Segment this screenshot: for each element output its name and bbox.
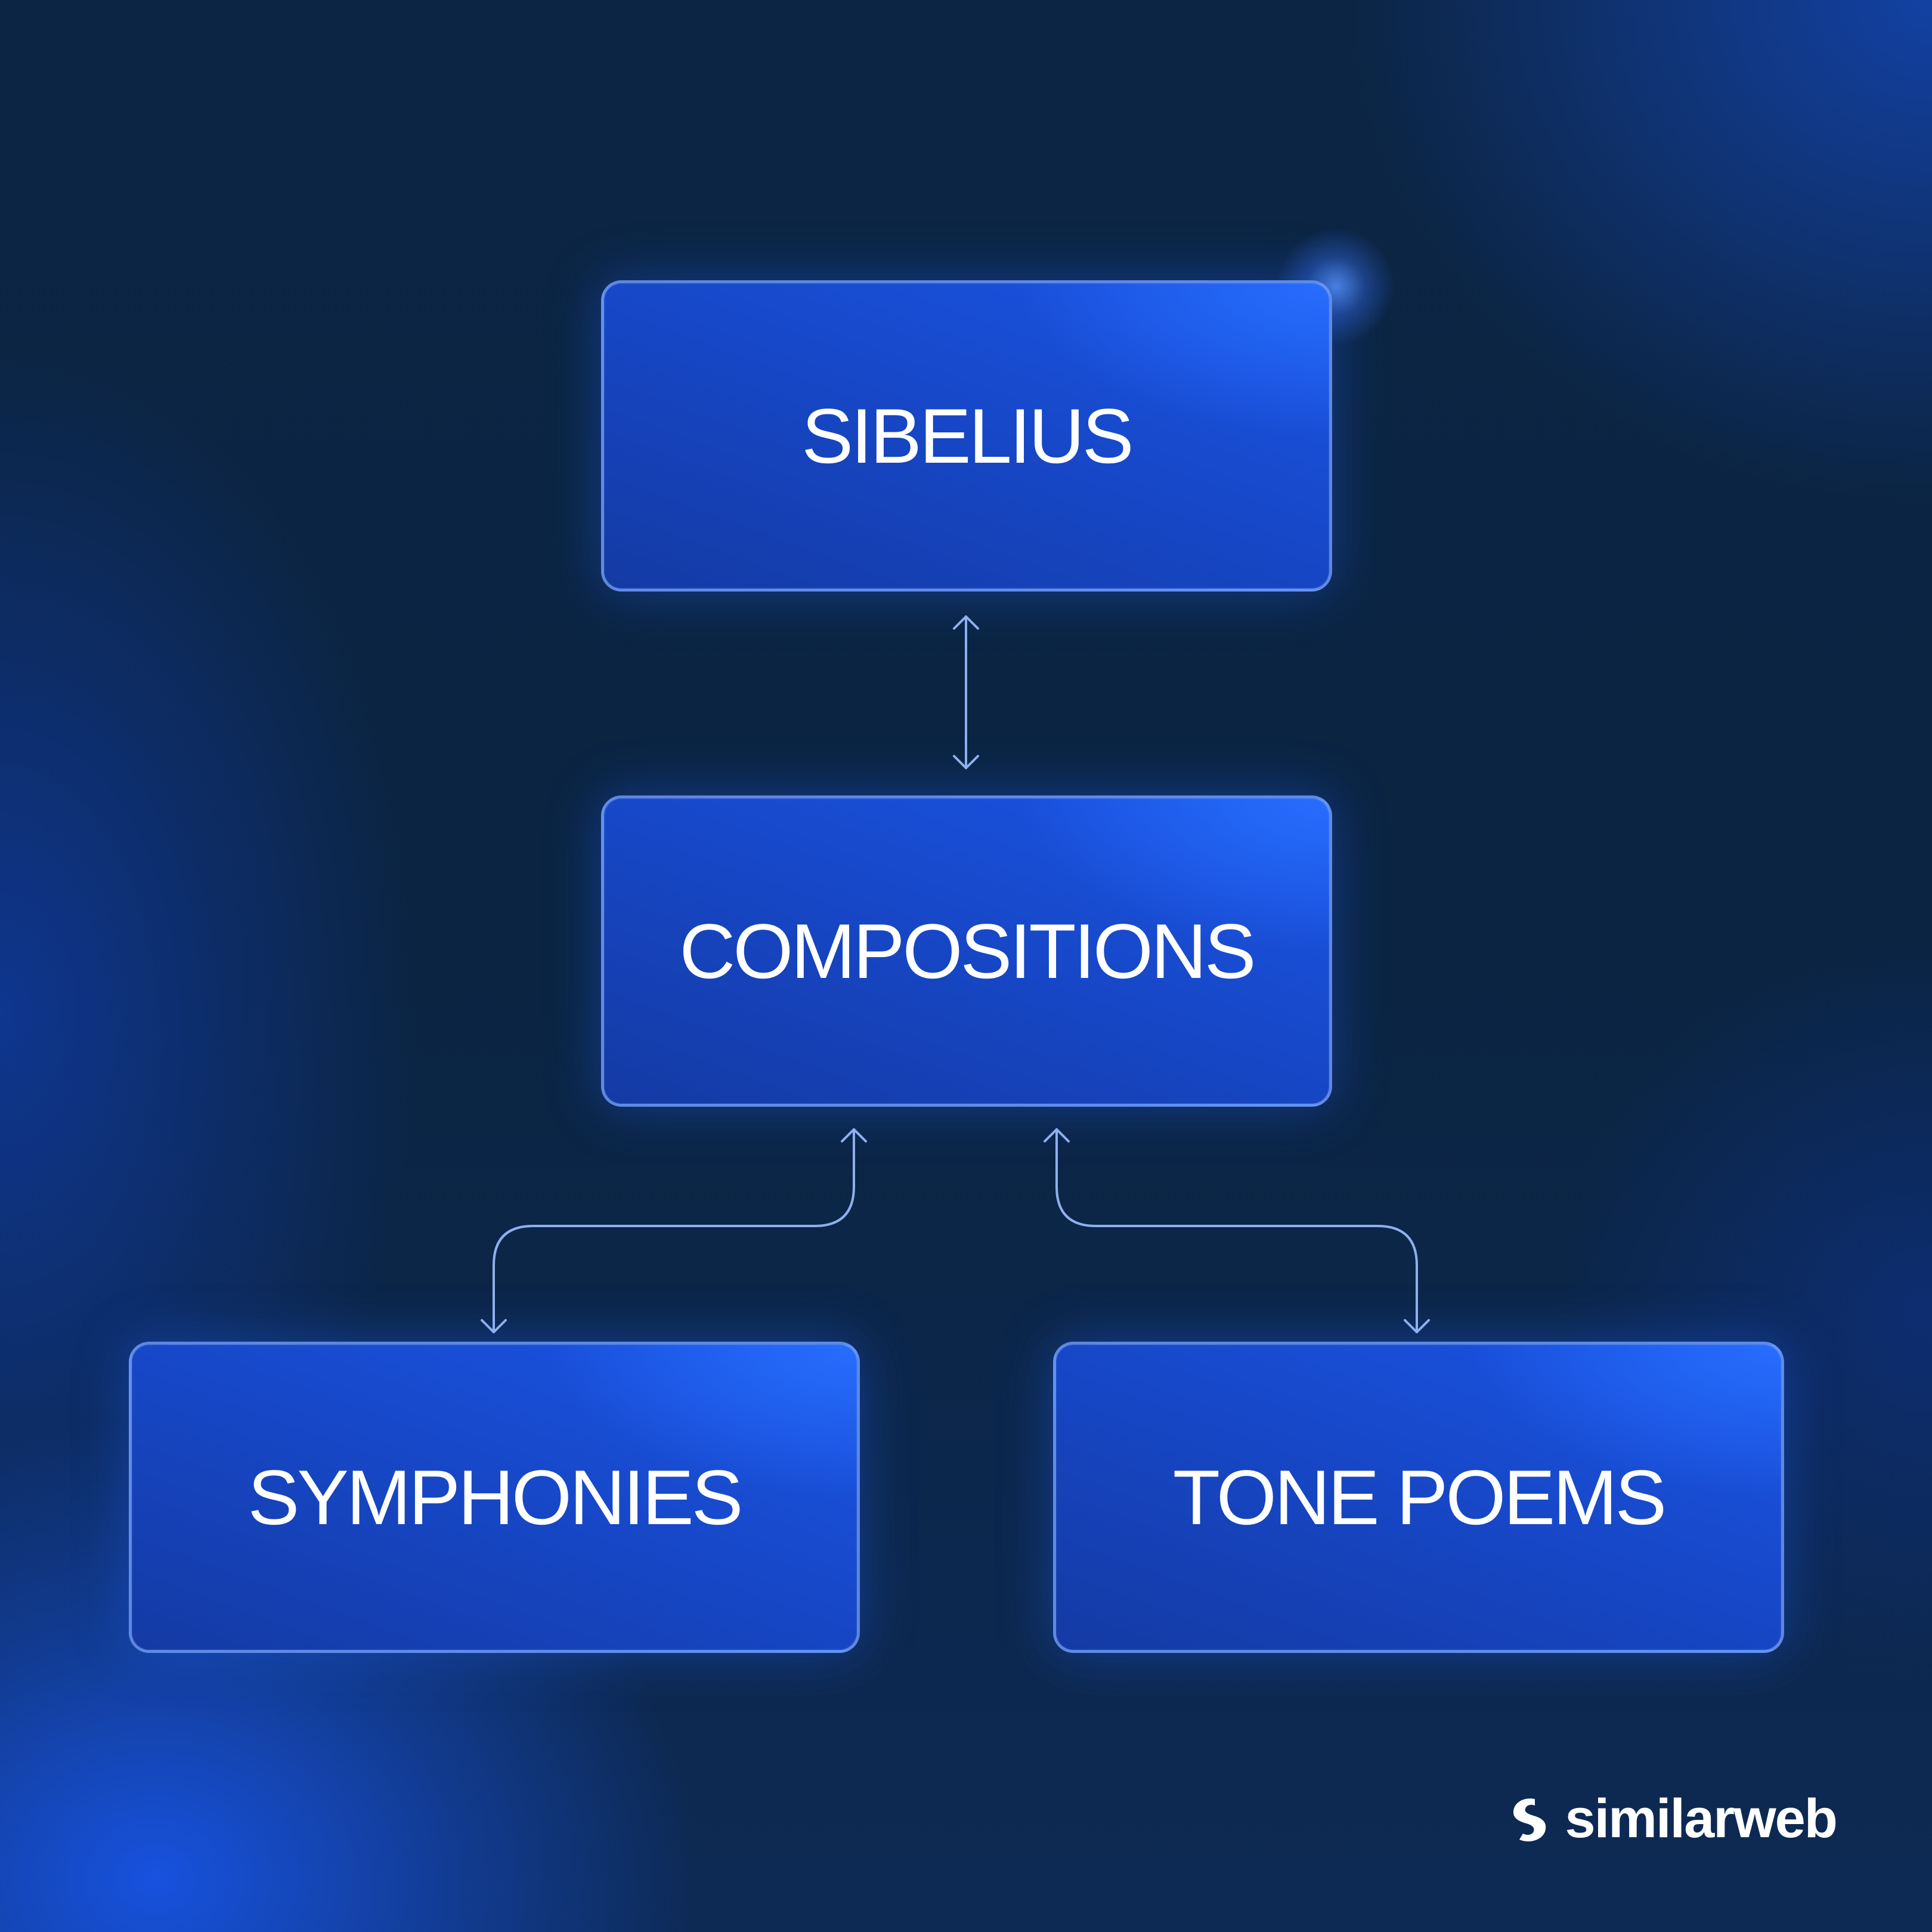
node-tone-poems: TONE POEMS (1053, 1342, 1784, 1653)
node-compositions: COMPOSITIONS (601, 795, 1332, 1107)
node-label: COMPOSITIONS (679, 908, 1256, 995)
brand-name: similarweb (1565, 1788, 1838, 1849)
node-symphonies: SYMPHONIES (129, 1342, 860, 1653)
connector-sibelius-compositions (953, 615, 979, 769)
node-label: SIBELIUS (801, 392, 1134, 479)
node-label: SYMPHONIES (247, 1454, 744, 1541)
brand-logo: similarweb (1507, 1788, 1838, 1850)
connector-compositions-symphonies (481, 1128, 867, 1333)
node-label: TONE POEMS (1172, 1454, 1667, 1541)
node-sibelius: SIBELIUS (601, 280, 1332, 592)
similarweb-logo-icon (1513, 1798, 1546, 1841)
connector-compositions-tone-poems (1044, 1128, 1430, 1333)
